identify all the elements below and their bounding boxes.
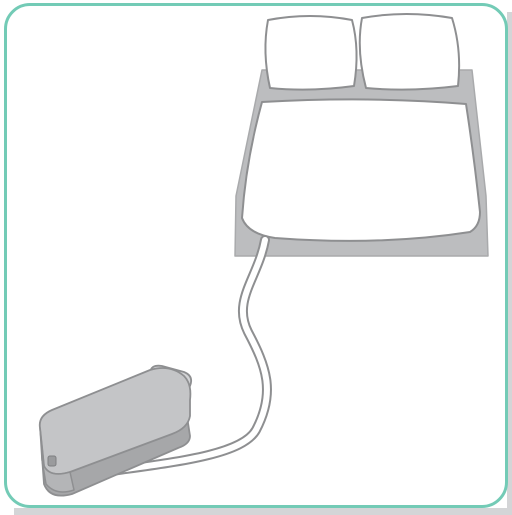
pillow-left-icon	[265, 16, 356, 90]
pillow-right-icon	[360, 14, 459, 90]
bed-icon	[235, 14, 488, 256]
air-pump-icon	[40, 366, 191, 496]
mattress-icon	[242, 99, 480, 240]
